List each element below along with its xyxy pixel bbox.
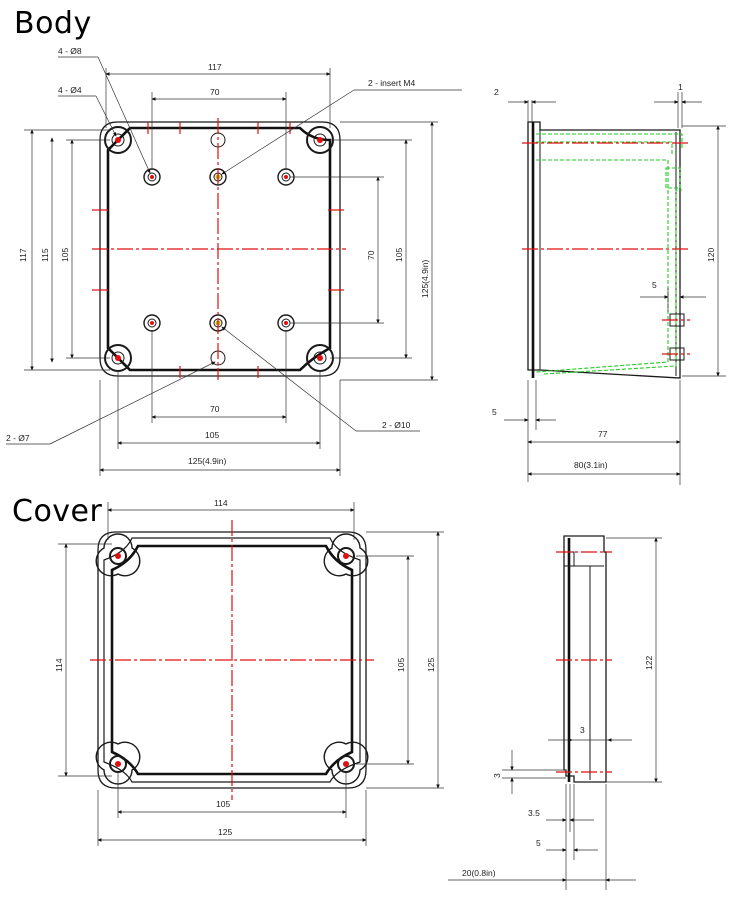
body-side-tabs	[662, 313, 690, 361]
dim-side-120: 120	[706, 248, 716, 262]
body-short-centermarks	[92, 122, 346, 378]
dim-cover-125-bottom: 125	[218, 827, 232, 837]
body-side-view: 2 1 120 5 5 77 80(3.1in)	[492, 82, 726, 485]
dim-70-right: 70	[366, 250, 376, 260]
dim-70-bottom: 70	[210, 404, 220, 414]
dim-cover-side-3-right: 3	[580, 725, 585, 735]
dim-115-left: 115	[40, 248, 50, 262]
dim-cover-side-3-5: 3.5	[528, 808, 540, 818]
dim-70-top: 70	[210, 87, 220, 97]
cover-heading: Cover	[12, 494, 103, 529]
body-top-callouts: 4 - Ø8 4 - Ø4 2 - insert M4 2 - Ø7 2 - Ø…	[6, 46, 462, 445]
body-side-dimensions: 2 1 120 5 5 77 80(3.1in)	[492, 82, 726, 485]
dim-side-5-right: 5	[652, 280, 657, 290]
dim-cover-side-20: 20(0.8in)	[462, 868, 496, 878]
dim-cover-105-bottom: 105	[216, 799, 230, 809]
dim-cover-side-3-left: 3	[492, 773, 502, 778]
cover-top-view: 114 114 105 125 105 125	[54, 498, 444, 846]
callout-2-holes-10: 2 - Ø10	[382, 420, 411, 430]
body-top-dimensions: 117 70 117 115 105 70 105 125(4.9in) 70	[18, 62, 438, 476]
dim-117-left: 117	[18, 248, 28, 262]
dim-cover-125-right: 125	[426, 658, 436, 672]
body-side-hidden-lines	[535, 133, 683, 375]
dim-side-77: 77	[598, 429, 608, 439]
dim-125-bottom: 125(4.9in)	[188, 456, 226, 466]
cover-side-view: 122 3 3 3.5 5 20(0.8in)	[448, 535, 662, 890]
cover-inner-outline	[110, 544, 354, 776]
dim-105-left: 105	[60, 248, 70, 262]
dim-side-5-left: 5	[492, 407, 497, 417]
cover-side-dimensions: 122 3 3 3.5 5 20(0.8in)	[448, 537, 662, 890]
body-outer-outline	[99, 121, 341, 377]
dim-105-bottom: 105	[205, 430, 219, 440]
dim-117-top: 117	[208, 62, 222, 72]
dim-cover-114-top: 114	[214, 498, 228, 508]
body-heading: Body	[14, 6, 92, 41]
dim-cover-side-5: 5	[536, 838, 541, 848]
callout-2-holes-7: 2 - Ø7	[6, 433, 30, 443]
dim-cover-105-right: 105	[396, 658, 406, 672]
callout-insert-m4: 2 - insert M4	[368, 78, 416, 88]
cover-top-dimensions: 114 114 105 125 105 125	[54, 498, 444, 846]
dim-cover-side-122: 122	[644, 656, 654, 670]
dim-125-right: 125(4.9in)	[420, 260, 430, 298]
cover-outer-outline	[97, 531, 367, 789]
body-top-view: 117 70 117 115 105 70 105 125(4.9in) 70	[6, 46, 462, 476]
dim-side-80: 80(3.1in)	[574, 460, 608, 470]
dim-105-right: 105	[394, 248, 404, 262]
dim-side-2: 2	[494, 87, 499, 97]
callout-4-holes-4: 4 - Ø4	[58, 85, 82, 95]
dim-cover-114-left: 114	[54, 658, 64, 672]
dim-side-1: 1	[678, 82, 683, 92]
callout-4-holes-8: 4 - Ø8	[58, 46, 82, 56]
body-side-outline	[527, 121, 681, 379]
